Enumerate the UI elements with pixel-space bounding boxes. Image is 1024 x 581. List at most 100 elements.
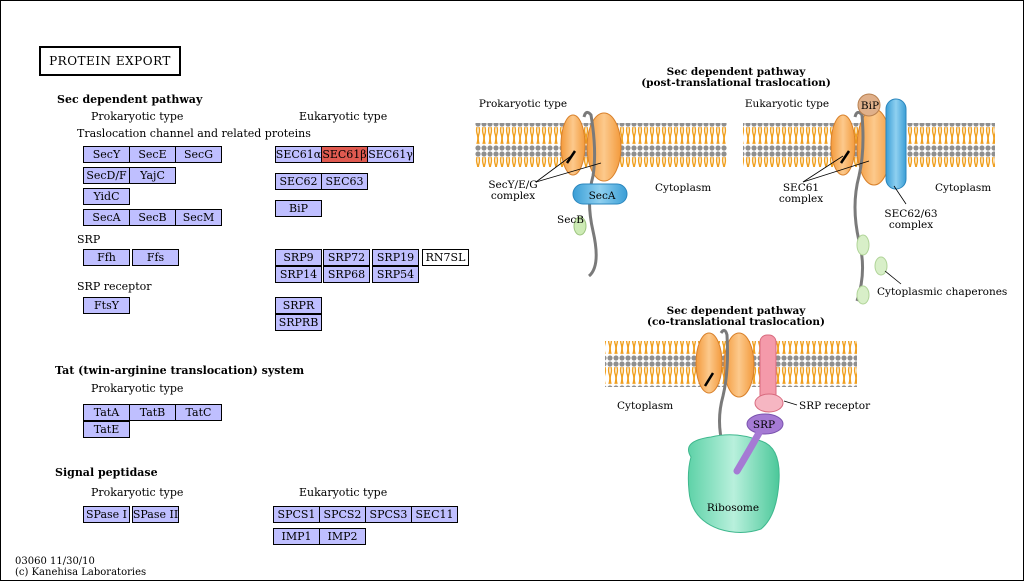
footer-copyright: (c) Kanehisa Laboratories bbox=[15, 567, 147, 578]
gene-spase1[interactable]: SPase I bbox=[83, 506, 130, 523]
secyeg-subunit-left bbox=[560, 114, 586, 176]
gene-tatc[interactable]: TatC bbox=[175, 404, 222, 421]
secyeg-pointer-2 bbox=[535, 162, 602, 183]
sec62-63-protein bbox=[885, 98, 907, 190]
gene-rn7sl[interactable]: RN7SL bbox=[422, 249, 469, 266]
secyeg-pointer-1 bbox=[535, 155, 572, 183]
gene-secm[interactable]: SecM bbox=[175, 209, 222, 226]
section-tat: Tat (twin-arginine translocation) system bbox=[55, 364, 305, 377]
section-signal-peptidase: Signal peptidase bbox=[55, 466, 158, 479]
secb-protein bbox=[573, 216, 587, 236]
co-signal-helix bbox=[703, 372, 715, 387]
gene-sec61a[interactable]: SEC61α bbox=[275, 146, 322, 163]
diagram-ribosome-label: Ribosome bbox=[707, 502, 759, 514]
gene-tate[interactable]: TatE bbox=[83, 421, 130, 438]
diagram-sec61-label-1: SEC61 bbox=[783, 182, 819, 194]
diagram-secyeg-label-1: SecY/E/G bbox=[488, 179, 537, 191]
gene-srp72[interactable]: SRP72 bbox=[323, 249, 370, 266]
seca-protein bbox=[572, 183, 628, 205]
gene-ffs[interactable]: Ffs bbox=[132, 249, 179, 266]
gene-srp19[interactable]: SRP19 bbox=[372, 249, 419, 266]
sec61-pointer-1 bbox=[802, 155, 844, 183]
co-channel-left bbox=[695, 332, 723, 394]
gene-srp68[interactable]: SRP68 bbox=[323, 266, 370, 283]
chaperone-pointer bbox=[884, 270, 902, 285]
chaperone-1 bbox=[856, 234, 870, 256]
diagram-prokaryotic-label: Prokaryotic type bbox=[479, 98, 567, 110]
diagram-bip-label: BiP bbox=[861, 100, 879, 112]
label-srp-receptor: SRP receptor bbox=[77, 280, 152, 293]
gene-imp1[interactable]: IMP1 bbox=[273, 528, 320, 545]
gene-srp9[interactable]: SRP9 bbox=[275, 249, 322, 266]
diagram-sec6263-label-1: SEC62/63 bbox=[884, 208, 937, 220]
gene-spcs2[interactable]: SPCS2 bbox=[319, 506, 366, 523]
label-signal-eukaryotic: Eukaryotic type bbox=[299, 486, 388, 499]
gene-sec63[interactable]: SEC63 bbox=[321, 173, 368, 190]
diagram-secb-label: SecB bbox=[557, 214, 584, 226]
gene-bip[interactable]: BiP bbox=[275, 200, 322, 217]
sec61-signal-helix bbox=[839, 150, 851, 164]
ribosome bbox=[687, 434, 780, 533]
gene-seca[interactable]: SecA bbox=[83, 209, 130, 226]
label-tat-prokaryotic: Prokaryotic type bbox=[91, 382, 184, 395]
diagram-sec6263-label-2: complex bbox=[889, 219, 933, 231]
gene-spcs1[interactable]: SPCS1 bbox=[273, 506, 320, 523]
gene-srp14[interactable]: SRP14 bbox=[275, 266, 322, 283]
sec61-subunit-left bbox=[830, 114, 856, 176]
gene-yajc[interactable]: YajC bbox=[129, 167, 176, 184]
sec6263-pointer bbox=[893, 185, 907, 205]
diagram-chaperones-label: Cytoplasmic chaperones bbox=[877, 286, 1007, 298]
label-translocation-channel: Traslocation channel and related protein… bbox=[77, 127, 311, 140]
gene-srpr[interactable]: SRPR bbox=[275, 297, 322, 314]
post-title-2: (post-translational traslocation) bbox=[641, 77, 831, 89]
eukaryotic-polypeptide bbox=[853, 110, 865, 302]
srp-receptor-head bbox=[754, 393, 784, 413]
gene-sec61b[interactable]: SEC61β bbox=[321, 146, 368, 163]
gene-yidc[interactable]: YidC bbox=[83, 188, 130, 205]
gene-srp54[interactable]: SRP54 bbox=[372, 266, 419, 283]
diagram-euk-cytoplasm: Cytoplasm bbox=[935, 182, 991, 194]
sec61-pointer-2 bbox=[802, 160, 870, 183]
diagram-srp-label: SRP bbox=[753, 419, 775, 431]
secyeg-signal-helix bbox=[565, 150, 577, 164]
prokaryotic-polypeptide bbox=[582, 110, 598, 278]
label-signal-prokaryotic: Prokaryotic type bbox=[91, 486, 184, 499]
gene-tatb[interactable]: TatB bbox=[129, 404, 176, 421]
co-title-1: Sec dependent pathway bbox=[667, 305, 807, 317]
gene-sec11[interactable]: SEC11 bbox=[411, 506, 458, 523]
gene-srprb[interactable]: SRPRB bbox=[275, 314, 322, 331]
srp-particle bbox=[746, 413, 784, 435]
gene-ffh[interactable]: Ffh bbox=[83, 249, 130, 266]
label-eukaryotic-type: Eukaryotic type bbox=[299, 110, 388, 123]
diagram-secyeg-label-2: complex bbox=[491, 190, 535, 202]
co-title-2: (co-translational traslocation) bbox=[647, 316, 825, 328]
label-prokaryotic-type: Prokaryotic type bbox=[91, 110, 184, 123]
co-polypeptide bbox=[718, 328, 729, 447]
gene-sece[interactable]: SecE bbox=[129, 146, 176, 163]
gene-sec61g[interactable]: SEC61γ bbox=[367, 146, 414, 163]
gene-secg[interactable]: SecG bbox=[175, 146, 222, 163]
diagram-prok-cytoplasm: Cytoplasm bbox=[655, 182, 711, 194]
label-srp: SRP bbox=[77, 233, 101, 246]
gene-spase2[interactable]: SPase II bbox=[132, 506, 179, 523]
srp-receptor-protein bbox=[759, 334, 777, 404]
diagram-co-cytoplasm: Cytoplasm bbox=[617, 400, 673, 412]
srp-arm bbox=[733, 429, 763, 475]
map-title: PROTEIN EXPORT bbox=[39, 46, 181, 76]
co-channel-right bbox=[723, 332, 755, 398]
diagram-seca-label: SecA bbox=[589, 190, 616, 202]
diagram-eukaryotic-label: Eukaryotic type bbox=[745, 98, 829, 110]
gene-imp2[interactable]: IMP2 bbox=[319, 528, 366, 545]
chaperone-2 bbox=[874, 256, 888, 276]
footer-map-code: 03060 11/30/10 bbox=[15, 556, 95, 567]
gene-tata[interactable]: TatA bbox=[83, 404, 130, 421]
section-sec-dependent: Sec dependent pathway bbox=[57, 93, 203, 106]
gene-ftsy[interactable]: FtsY bbox=[83, 297, 130, 314]
post-title-1: Sec dependent pathway bbox=[667, 66, 807, 78]
bip-protein bbox=[857, 93, 881, 117]
gene-sec62[interactable]: SEC62 bbox=[275, 173, 322, 190]
gene-secy[interactable]: SecY bbox=[83, 146, 130, 163]
srp-receptor-pointer bbox=[783, 400, 798, 406]
